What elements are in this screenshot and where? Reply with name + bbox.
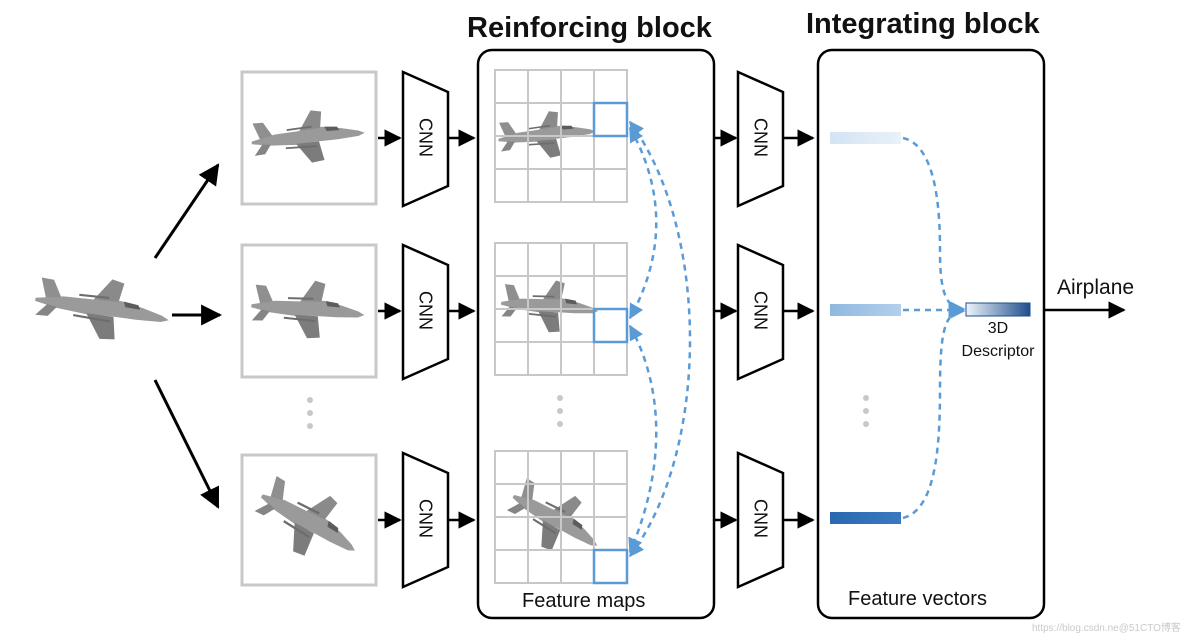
feature-vectors-caption: Feature vectors	[848, 588, 987, 610]
feature-maps-caption: Feature maps	[522, 590, 646, 612]
cnn-label-5: CNN	[750, 291, 771, 330]
reinforcing-block	[476, 48, 716, 620]
arrow-to-view-3	[153, 379, 220, 509]
vertical-ellipsis-icon	[307, 397, 313, 429]
airplane-3d-model-icon	[29, 265, 176, 352]
view-image-1	[240, 70, 378, 206]
highlighted-cell	[592, 307, 629, 344]
view-image-3	[240, 453, 378, 587]
vertical-ellipsis-icon	[863, 395, 869, 427]
cnn-stage2-3	[736, 451, 785, 589]
arrow-to-view-1	[153, 163, 220, 259]
highlighted-cell	[592, 101, 629, 138]
feature-map-1	[494, 69, 629, 203]
cnn-stage2-2	[736, 243, 785, 381]
feature-vector-1	[830, 132, 901, 144]
view-image-2	[240, 243, 378, 379]
cnn-stage2-1	[736, 70, 785, 208]
cnn-stage1-3	[401, 451, 450, 589]
output-class-label: Airplane	[1057, 276, 1135, 299]
integration-connections	[902, 136, 966, 520]
feature-map-2	[494, 242, 629, 376]
cnn-stage1-1	[401, 70, 450, 208]
descriptor-label-line1: 3D	[987, 320, 1009, 337]
cnn-label-1: CNN	[415, 118, 436, 157]
cnn-label-4: CNN	[750, 118, 771, 157]
cnn-label-6: CNN	[750, 499, 771, 538]
feature-vector-2	[830, 304, 901, 316]
3d-descriptor-vector	[965, 302, 1031, 317]
feature-map-3	[494, 450, 629, 585]
integrating-block-title: Integrating block	[806, 8, 1040, 40]
cnn-stage1-2	[401, 243, 450, 381]
input-airplane-model	[29, 265, 176, 352]
vertical-ellipsis-icon	[557, 395, 563, 427]
feature-vector-3	[830, 512, 901, 524]
reinforcing-connections	[628, 120, 692, 558]
cnn-label-2: CNN	[415, 291, 436, 330]
cnn-label-3: CNN	[415, 499, 436, 538]
integrating-block	[816, 48, 1046, 620]
watermark-text: https://blog.csdn.ne@51CTO博客	[1032, 623, 1181, 634]
reinforcing-block-title: Reinforcing block	[467, 12, 712, 44]
descriptor-label-line2: Descriptor	[961, 343, 1035, 360]
highlighted-cell	[592, 548, 629, 585]
